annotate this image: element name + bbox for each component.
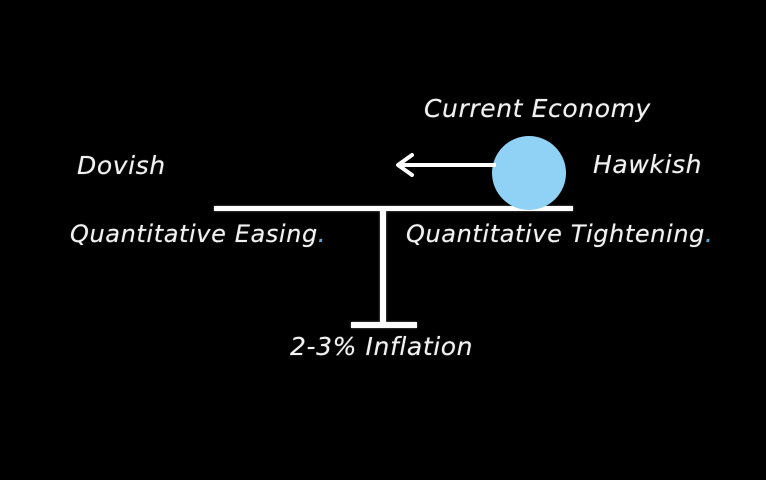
quantitative-easing-text: Quantitative Easing	[70, 220, 318, 248]
quantitative-tightening-text: Quantitative Tightening	[406, 220, 705, 248]
movement-arrow-icon	[392, 152, 496, 178]
hawkish-stance-label: Hawkish	[593, 150, 703, 179]
quantitative-easing-period: .	[317, 220, 327, 248]
dovish-stance-label: Dovish	[77, 151, 166, 180]
balance-base	[351, 322, 417, 328]
quantitative-tightening-period: .	[704, 220, 714, 248]
quantitative-easing-label: Quantitative Easing.	[70, 222, 326, 246]
quantitative-tightening-label: Quantitative Tightening.	[406, 222, 713, 246]
current-economy-title: Current Economy	[424, 94, 651, 123]
balance-beam	[214, 206, 573, 211]
inflation-target-label: 2-3% Inflation	[290, 332, 474, 361]
current-economy-ball	[492, 136, 566, 210]
balance-post	[380, 209, 386, 324]
